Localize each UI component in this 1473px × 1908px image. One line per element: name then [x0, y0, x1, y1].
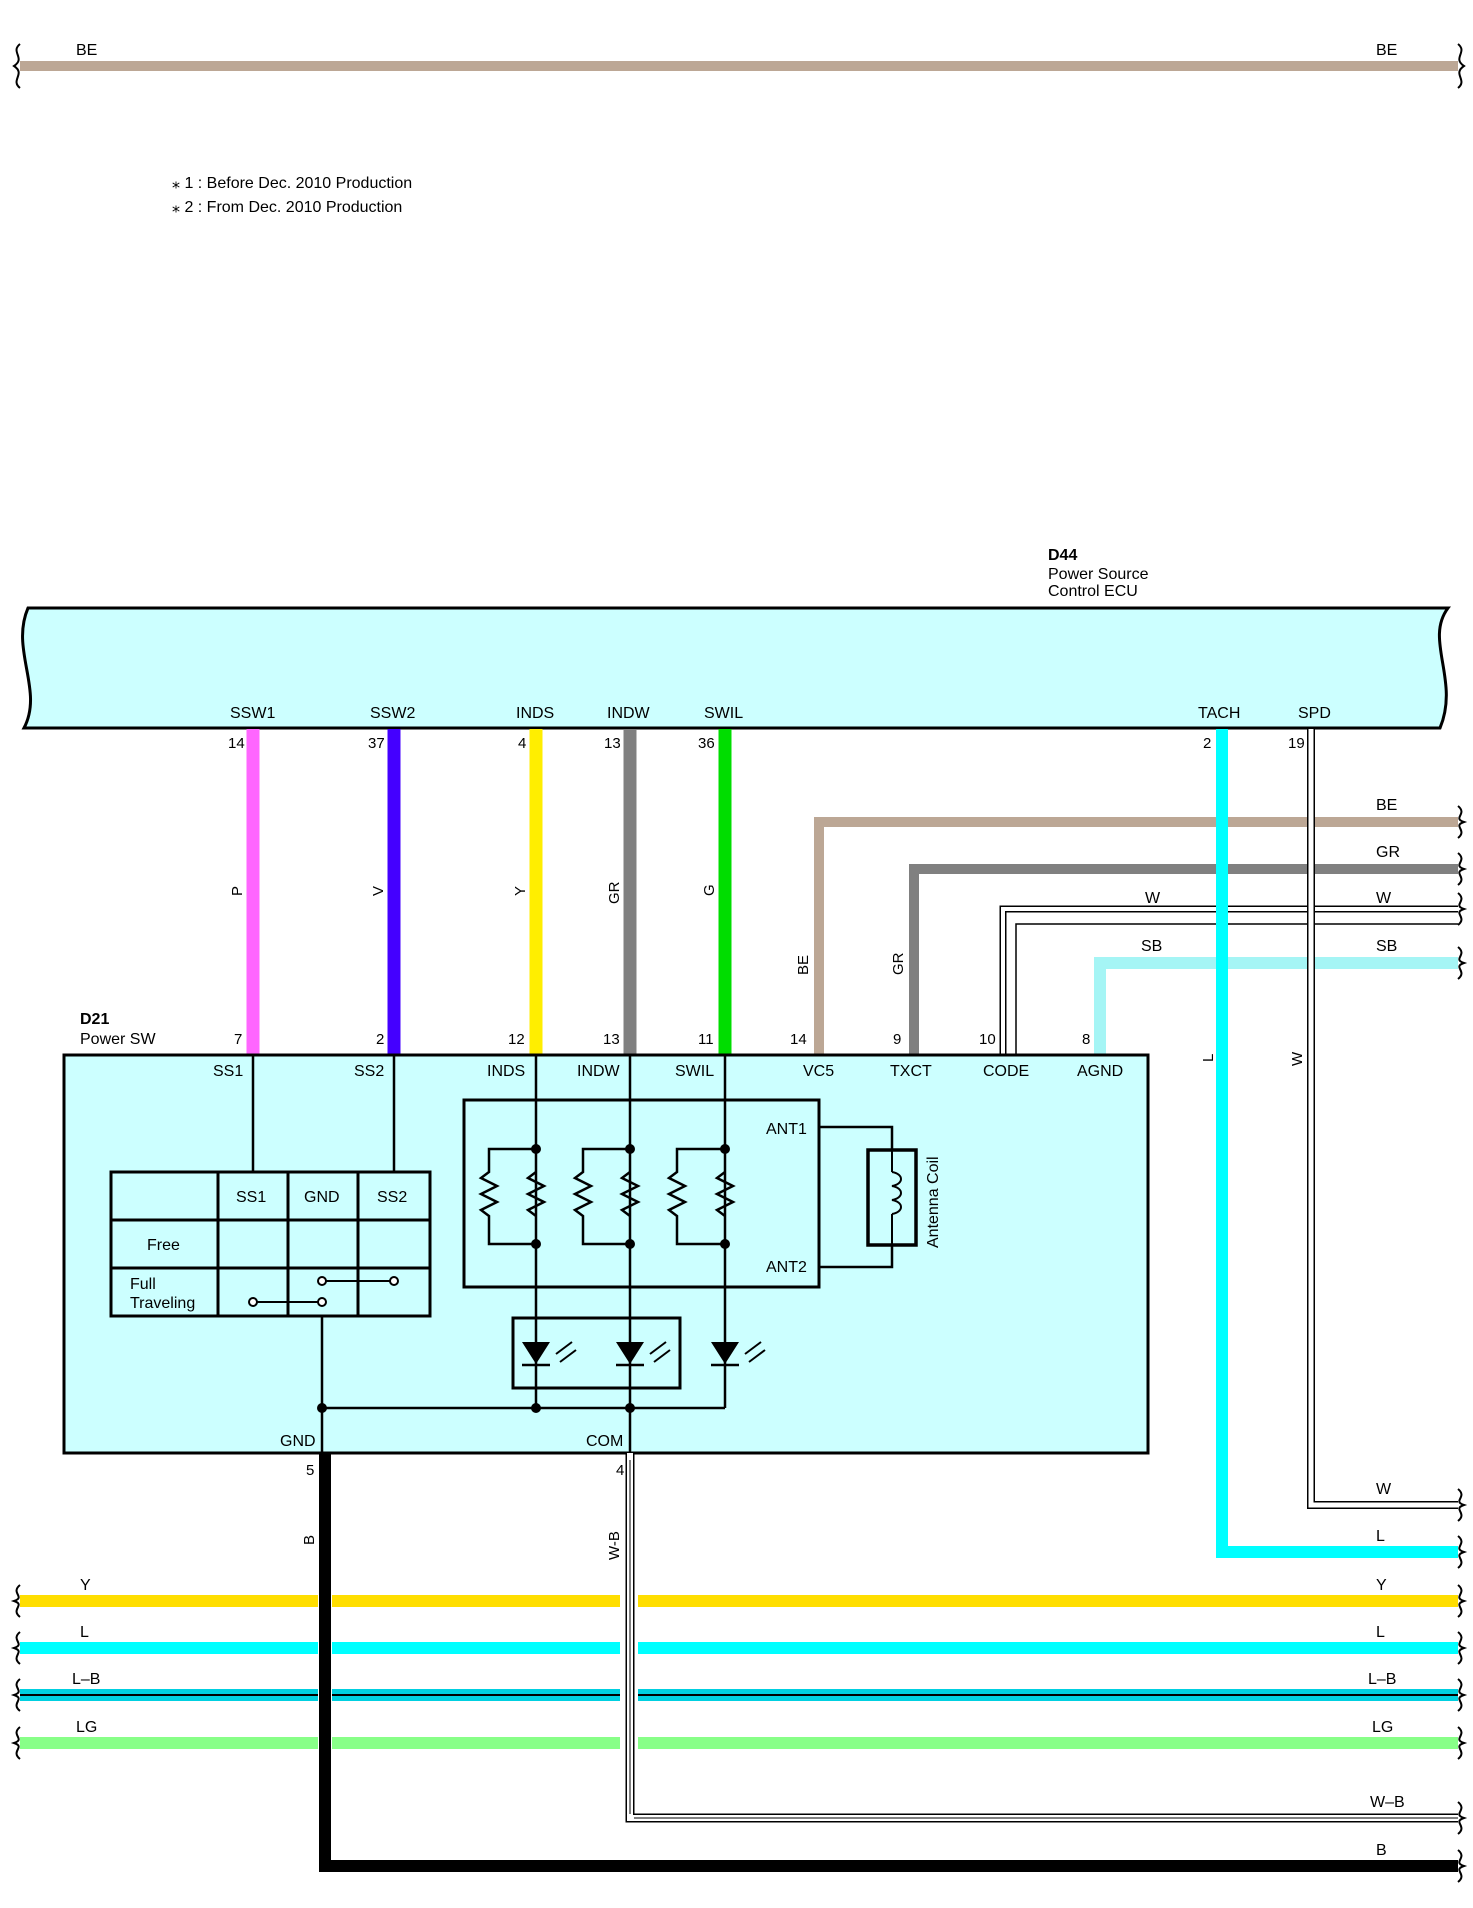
wire-code-p: P: [229, 886, 246, 896]
pin-num: 12: [508, 1031, 525, 1048]
pin-num: 2: [376, 1031, 384, 1048]
production-notes: ⁎ 1 : Before Dec. 2010 Production ⁎ 2 : …: [172, 175, 412, 216]
pin-label-ssw1: SSW1: [230, 705, 275, 722]
pin-num: 36: [698, 735, 715, 752]
terminal-label-vc5: VC5: [803, 1063, 834, 1080]
bus-wires: Y Y L L L–B L–B LG LG: [10, 1577, 1468, 1760]
right-side-wires: BE GR L W BE GR W W SB SB W L: [795, 729, 1468, 1569]
top-be-wire: BE BE: [12, 42, 1466, 89]
bus-label: Y: [80, 1577, 91, 1594]
table-col: GND: [304, 1189, 340, 1206]
bus-label: L: [80, 1624, 89, 1641]
pin-label-spd: SPD: [1298, 705, 1331, 722]
terminal-label-ss2: SS2: [354, 1063, 384, 1080]
power-switch-d21: D21 Power SW 7 2 12 13 11 14 9 10 8 SS1 …: [62, 1011, 1150, 1455]
terminal-label-inds: INDS: [487, 1063, 525, 1080]
pin-num: 37: [368, 735, 385, 752]
wire-label: W–B: [1370, 1794, 1405, 1811]
table-row: Free: [147, 1237, 180, 1254]
pin-label-ssw2: SSW2: [370, 705, 415, 722]
note-1: ⁎ 1 : Before Dec. 2010 Production: [172, 175, 412, 192]
bus-label: LG: [1372, 1719, 1393, 1736]
wire-label: GR: [1376, 844, 1400, 861]
wire-label: BE: [76, 42, 97, 59]
switch-table: SS1 GND SS2 Free Full Traveling: [109, 1170, 432, 1318]
terminal-label-code: CODE: [983, 1063, 1029, 1080]
pin-num: 14: [228, 735, 245, 752]
terminal-label-gnd: GND: [280, 1433, 316, 1450]
ecu-name-line1: Power Source: [1048, 566, 1149, 583]
pin-label-tach: TACH: [1198, 705, 1240, 722]
bus-label: L–B: [1368, 1671, 1396, 1688]
wire-code-v: V: [370, 886, 387, 896]
wire-code-w: W: [1289, 1051, 1306, 1066]
wire-code-wb: W-B: [606, 1531, 623, 1560]
ground-wires: 5 4 B W-B W–B B: [301, 1453, 1468, 1883]
antenna-coil-label: Antenna Coil: [925, 1156, 942, 1248]
wire-code-y: Y: [512, 886, 529, 896]
ecu-name-line2: Control ECU: [1048, 583, 1138, 600]
wire-label: B: [1376, 1842, 1387, 1859]
terminal-label-indw: INDW: [577, 1063, 621, 1080]
table-col: SS2: [377, 1189, 407, 1206]
terminal-label-txct: TXCT: [890, 1063, 932, 1080]
terminal-label-swil: SWIL: [675, 1063, 714, 1080]
terminal-label-com: COM: [586, 1433, 623, 1450]
pin-num: 7: [234, 1031, 242, 1048]
pin-num: 13: [604, 735, 621, 752]
terminal-label-ss1: SS1: [213, 1063, 243, 1080]
wire-code-gr: GR: [890, 952, 907, 975]
pin-num: 4: [616, 1462, 624, 1479]
pin-label-indw: INDW: [607, 705, 651, 722]
pin-num: 8: [1082, 1031, 1090, 1048]
table-row: Traveling: [130, 1295, 195, 1312]
pin-num: 9: [893, 1031, 901, 1048]
vertical-wires: P V Y GR G: [229, 729, 732, 1055]
resistor-block: ANT1 ANT2: [462, 1055, 821, 1453]
wire-code-g: G: [701, 884, 718, 896]
note-2: ⁎ 2 : From Dec. 2010 Production: [172, 199, 402, 216]
table-col: SS1: [236, 1189, 266, 1206]
bus-label: LG: [76, 1719, 97, 1736]
pin-num: 11: [698, 1031, 714, 1048]
wire-label: W: [1145, 890, 1161, 907]
led-block: [511, 1316, 766, 1390]
ecu-pin-labels: SSW1 SSW2 INDS INDW SWIL TACH SPD 14 37 …: [228, 705, 1331, 752]
wire-label: BE: [1376, 42, 1397, 59]
pin-num: 2: [1203, 735, 1211, 752]
ecu-d44: D44 Power Source Control ECU: [21, 547, 1451, 730]
ant1-label: ANT1: [766, 1121, 807, 1138]
antenna-coil: Antenna Coil: [819, 1125, 942, 1269]
switch-code: D21: [80, 1011, 109, 1028]
pin-num: 5: [306, 1462, 314, 1479]
ecu-code: D44: [1048, 547, 1077, 564]
pin-num: 10: [979, 1031, 996, 1048]
pin-num: 19: [1288, 735, 1305, 752]
pin-num: 14: [790, 1031, 807, 1048]
wire-label: W: [1376, 1481, 1392, 1498]
switch-name: Power SW: [80, 1031, 156, 1048]
ant2-label: ANT2: [766, 1259, 807, 1276]
wire-code-b: B: [301, 1535, 318, 1545]
wire-label: BE: [1376, 797, 1397, 814]
bus-label: L–B: [72, 1671, 100, 1688]
wire-code-be: BE: [795, 955, 812, 975]
bus-label: L: [1376, 1624, 1385, 1641]
pin-num: 13: [603, 1031, 620, 1048]
bus-label: Y: [1376, 1577, 1387, 1594]
wire-code-gr: GR: [606, 881, 623, 904]
pin-label-swil: SWIL: [704, 705, 743, 722]
terminal-label-agnd: AGND: [1077, 1063, 1123, 1080]
wire-label: L: [1376, 1528, 1385, 1545]
pin-num: 4: [518, 735, 526, 752]
wire-label: SB: [1141, 938, 1162, 955]
pin-label-inds: INDS: [516, 705, 554, 722]
wire-label: SB: [1376, 938, 1397, 955]
table-row: Full: [130, 1276, 156, 1293]
wire-code-l: L: [1200, 1054, 1217, 1062]
wire-label: W: [1376, 890, 1392, 907]
